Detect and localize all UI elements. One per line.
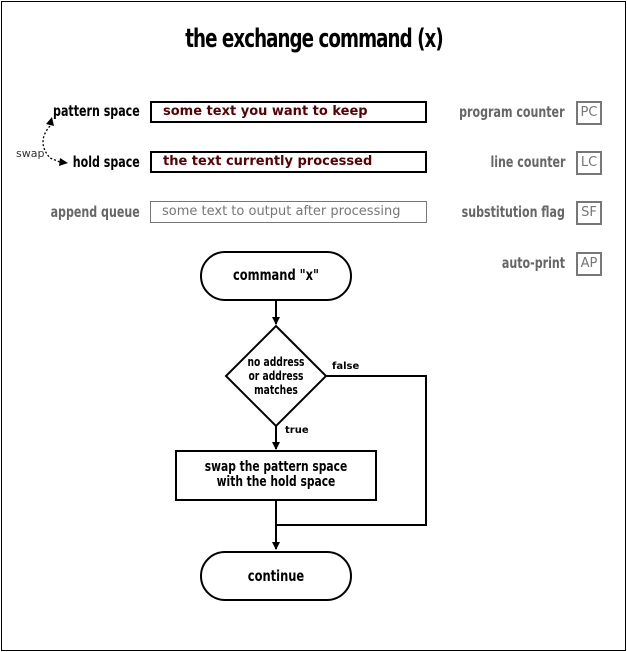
line-counter-label: line counter bbox=[489, 153, 565, 171]
diagram-title: the exchange command (x) bbox=[185, 24, 443, 54]
start-node-label: command "x" bbox=[232, 266, 320, 284]
append-queue-box: some text to output after processing bbox=[150, 201, 427, 223]
true-label: true bbox=[285, 425, 309, 436]
edge-false bbox=[276, 375, 427, 526]
swap-arrowhead-top bbox=[46, 117, 54, 126]
false-label: false bbox=[332, 361, 360, 372]
end-node-label: continue bbox=[247, 567, 305, 585]
decision-line-1: no address bbox=[247, 355, 305, 369]
program-counter-box: PC bbox=[576, 101, 602, 125]
action-line-2: with the hold space bbox=[216, 474, 336, 490]
substitution-flag-label: substitution flag bbox=[461, 203, 565, 221]
decision-line-3: matches bbox=[254, 383, 298, 397]
pattern-space-box: some text you want to keep bbox=[150, 101, 427, 123]
auto-print-label: auto-print bbox=[501, 254, 565, 272]
swap-arrow bbox=[42, 125, 61, 163]
action-line-1: swap the pattern space bbox=[204, 459, 348, 475]
hold-space-label: hold space bbox=[72, 153, 140, 171]
hold-space-box: the text currently processed bbox=[150, 151, 427, 173]
line-counter-box: LC bbox=[576, 151, 602, 175]
swap-label: swap bbox=[16, 147, 45, 160]
substitution-flag-box: SF bbox=[576, 201, 602, 225]
auto-print-box: AP bbox=[576, 252, 602, 276]
decision-line-2: or address bbox=[248, 369, 304, 383]
swap-arrowhead-bottom bbox=[59, 158, 68, 166]
pattern-space-label: pattern space bbox=[53, 102, 140, 120]
program-counter-label: program counter bbox=[459, 103, 565, 121]
end-node bbox=[200, 551, 352, 601]
append-queue-label: append queue bbox=[50, 203, 140, 221]
